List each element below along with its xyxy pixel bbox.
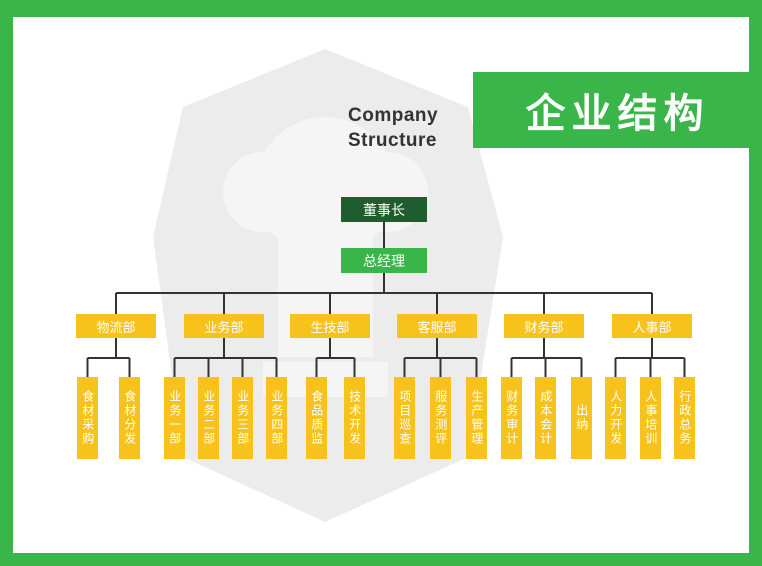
- department-node: 人事部: [612, 314, 692, 338]
- department-node: 财务部: [504, 314, 584, 338]
- org-node-chairman: 董事长: [341, 197, 427, 222]
- department-node: 客服部: [397, 314, 477, 338]
- sub-department-node: 成本会计: [535, 377, 556, 459]
- title-english-line1: Company: [348, 105, 439, 126]
- sub-department-node: 财务审计: [501, 377, 522, 459]
- sub-department-node: 人事培训: [640, 377, 661, 459]
- sub-department-node: 项目巡查: [394, 377, 415, 459]
- department-node: 物流部: [76, 314, 156, 338]
- sub-department-node: 人力开发: [605, 377, 626, 459]
- sub-department-node: 业务三部: [232, 377, 253, 459]
- sub-department-node: 生产管理: [466, 377, 487, 459]
- sub-department-node: 食品质监: [306, 377, 327, 459]
- sub-department-node: 食材采购: [77, 377, 98, 459]
- sub-department-node: 业务四部: [266, 377, 287, 459]
- sub-department-node: 业务一部: [164, 377, 185, 459]
- page-title: 企业结构: [525, 91, 710, 137]
- sub-department-node: 食材分发: [119, 377, 140, 459]
- sub-department-node: 业务二部: [198, 377, 219, 459]
- department-node: 业务部: [184, 314, 264, 338]
- title-banner: 企业结构: [473, 72, 749, 148]
- title-english-line2: Structure: [348, 130, 437, 151]
- org-node-general-manager: 总经理: [341, 248, 427, 273]
- sub-department-node: 服务测评: [430, 377, 451, 459]
- sub-department-node: 出纳: [571, 377, 592, 459]
- connector-lines: [86, 222, 686, 377]
- department-node: 生技部: [290, 314, 370, 338]
- sub-department-node: 技术开发: [344, 377, 365, 459]
- sub-department-node: 行政总务: [674, 377, 695, 459]
